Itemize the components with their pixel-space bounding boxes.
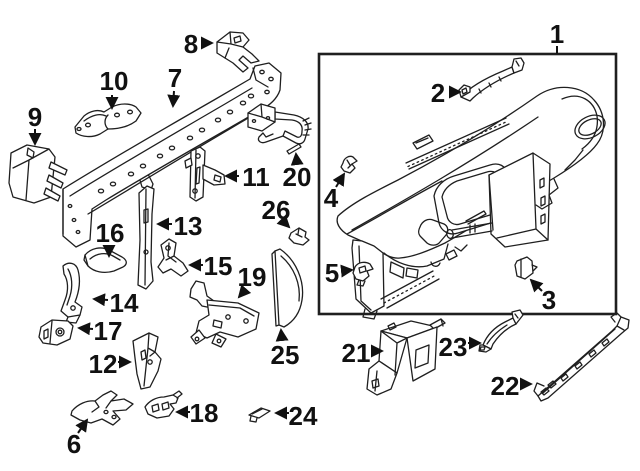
svg-text:20: 20 <box>283 162 312 192</box>
svg-text:15: 15 <box>204 251 233 281</box>
side-support-bracket-drawing <box>189 280 260 348</box>
svg-text:10: 10 <box>100 66 129 96</box>
hook-bracket-with-pin-drawing <box>247 103 312 155</box>
callout-23[interactable]: 23 <box>439 332 482 362</box>
callout-18[interactable]: 18 <box>175 398 219 428</box>
small-box-bracket-drawing <box>38 319 74 346</box>
callout-11[interactable]: 11 <box>224 162 270 192</box>
callout-9[interactable]: 9 <box>28 102 42 146</box>
svg-text:4: 4 <box>324 183 339 213</box>
svg-text:9: 9 <box>28 102 42 132</box>
callout-21[interactable]: 21 <box>342 338 384 368</box>
retainer-clip-4-drawing <box>340 155 358 174</box>
retainer-clip-5-drawing <box>352 261 374 287</box>
s-link-bracket-drawing <box>478 309 524 353</box>
svg-text:11: 11 <box>242 162 270 192</box>
svg-text:13: 13 <box>174 211 203 241</box>
callout-15[interactable]: 15 <box>188 251 233 281</box>
svg-text:26: 26 <box>262 195 291 225</box>
angle-bracket-drawing <box>157 238 189 277</box>
callout-16[interactable]: 16 <box>96 218 125 258</box>
assembly-box-frame <box>317 52 618 316</box>
cross-stay-bracket-drawing <box>184 146 226 202</box>
callout-3[interactable]: 3 <box>529 278 556 315</box>
svg-text:17: 17 <box>94 316 123 346</box>
callout-13[interactable]: 13 <box>156 211 203 241</box>
end-cap-crescent-panel-drawing <box>271 248 304 328</box>
crossmember-beam-drawing <box>62 62 282 248</box>
callout-12[interactable]: 12 <box>89 349 132 379</box>
lower-reinforcement-box-drawing <box>366 318 446 396</box>
svg-text:25: 25 <box>271 340 300 370</box>
callout-14[interactable]: 14 <box>92 288 139 318</box>
svg-text:16: 16 <box>96 218 125 248</box>
svg-text:14: 14 <box>110 288 139 318</box>
side-mount-bracket-drawing <box>8 144 68 204</box>
instrument-panel-drawing <box>336 86 606 320</box>
callout-20[interactable]: 20 <box>283 152 312 192</box>
callout-4[interactable]: 4 <box>324 172 346 213</box>
callout-8[interactable]: 8 <box>184 29 214 59</box>
svg-text:6: 6 <box>67 429 81 459</box>
svg-text:8: 8 <box>184 29 198 59</box>
callout-7[interactable]: 7 <box>167 63 182 108</box>
callout-5[interactable]: 5 <box>325 258 354 288</box>
svg-text:7: 7 <box>168 63 182 93</box>
side-plate-bracket-drawing <box>132 332 162 390</box>
callout-2[interactable]: 2 <box>431 78 462 108</box>
retainer-clip-3-drawing <box>514 256 538 280</box>
svg-text:2: 2 <box>431 78 445 108</box>
lower-mounting-rail-drawing <box>533 312 630 402</box>
small-retainer-clip-drawing <box>288 227 310 246</box>
callout-6[interactable]: 6 <box>67 418 89 459</box>
callout-25[interactable]: 25 <box>271 328 300 370</box>
curved-wedge-bracket-drawing <box>83 247 127 273</box>
svg-text:18: 18 <box>190 398 219 428</box>
upper-flat-bracket-drawing <box>74 103 142 138</box>
callout-10[interactable]: 10 <box>100 66 129 110</box>
flat-clip-plate-drawing <box>248 407 271 423</box>
upper-curved-bracket-drawing <box>458 57 525 102</box>
callout-24[interactable]: 24 <box>274 401 318 431</box>
svg-text:1: 1 <box>550 19 564 49</box>
callout-26[interactable]: 26 <box>262 195 291 229</box>
svg-text:3: 3 <box>542 285 556 315</box>
svg-text:22: 22 <box>491 371 520 401</box>
svg-text:23: 23 <box>439 332 468 362</box>
curved-pillar-stay-drawing <box>60 262 83 324</box>
tall-pillar-stay-drawing <box>137 185 155 290</box>
svg-text:19: 19 <box>238 262 267 292</box>
callout-19[interactable]: 19 <box>238 262 267 299</box>
svg-text:12: 12 <box>89 349 118 379</box>
callout-22[interactable]: 22 <box>491 371 533 401</box>
pronged-mount-bracket-drawing <box>216 31 260 73</box>
callout-1[interactable]: 1 <box>550 19 564 54</box>
winged-support-bracket-drawing <box>70 390 134 426</box>
svg-text:24: 24 <box>289 401 318 431</box>
lower-clip-bracket-drawing <box>144 390 183 419</box>
svg-text:21: 21 <box>342 338 371 368</box>
svg-text:5: 5 <box>325 258 339 288</box>
callout-17[interactable]: 17 <box>77 316 123 346</box>
